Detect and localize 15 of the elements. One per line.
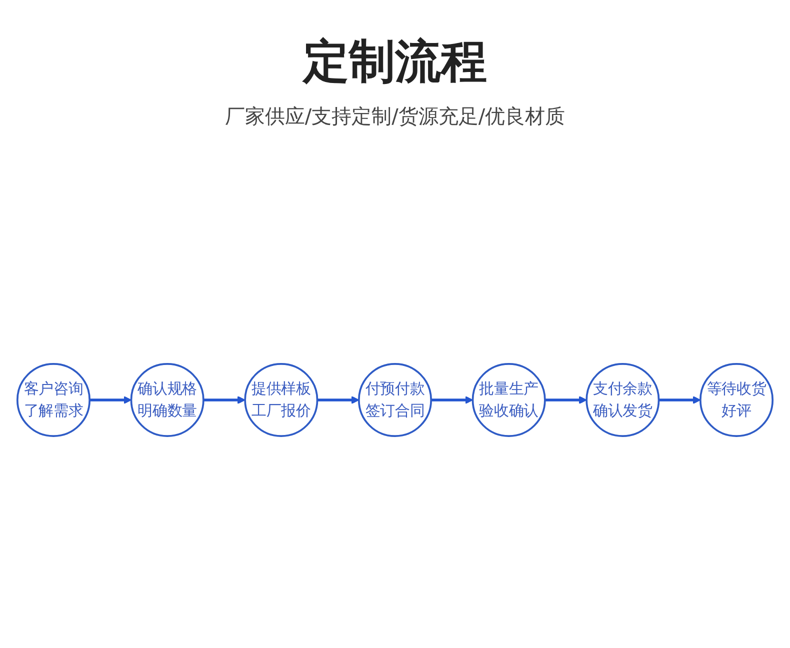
step-circle: 批量生产验收确认 <box>472 362 546 438</box>
step-circle: 确认规格明确数量 <box>130 362 204 438</box>
step-circle: 提供样板工厂报价 <box>244 362 318 438</box>
subtitle: 厂家供应/支持定制/货源充足/优良材质 <box>224 103 566 130</box>
arrow <box>431 396 474 404</box>
arrow <box>544 396 587 404</box>
arrow <box>658 396 701 404</box>
title: 定制流程 <box>303 34 487 90</box>
step-circle: 客户咨询了解需求 <box>16 362 91 438</box>
arrow <box>90 396 132 404</box>
step-circle: 支付余款确认发货 <box>586 362 660 438</box>
step-circle: 等待收货好评 <box>699 362 774 438</box>
step-circle: 付预付款签订合同 <box>358 362 432 438</box>
arrow <box>317 396 360 404</box>
arrow <box>203 396 246 404</box>
